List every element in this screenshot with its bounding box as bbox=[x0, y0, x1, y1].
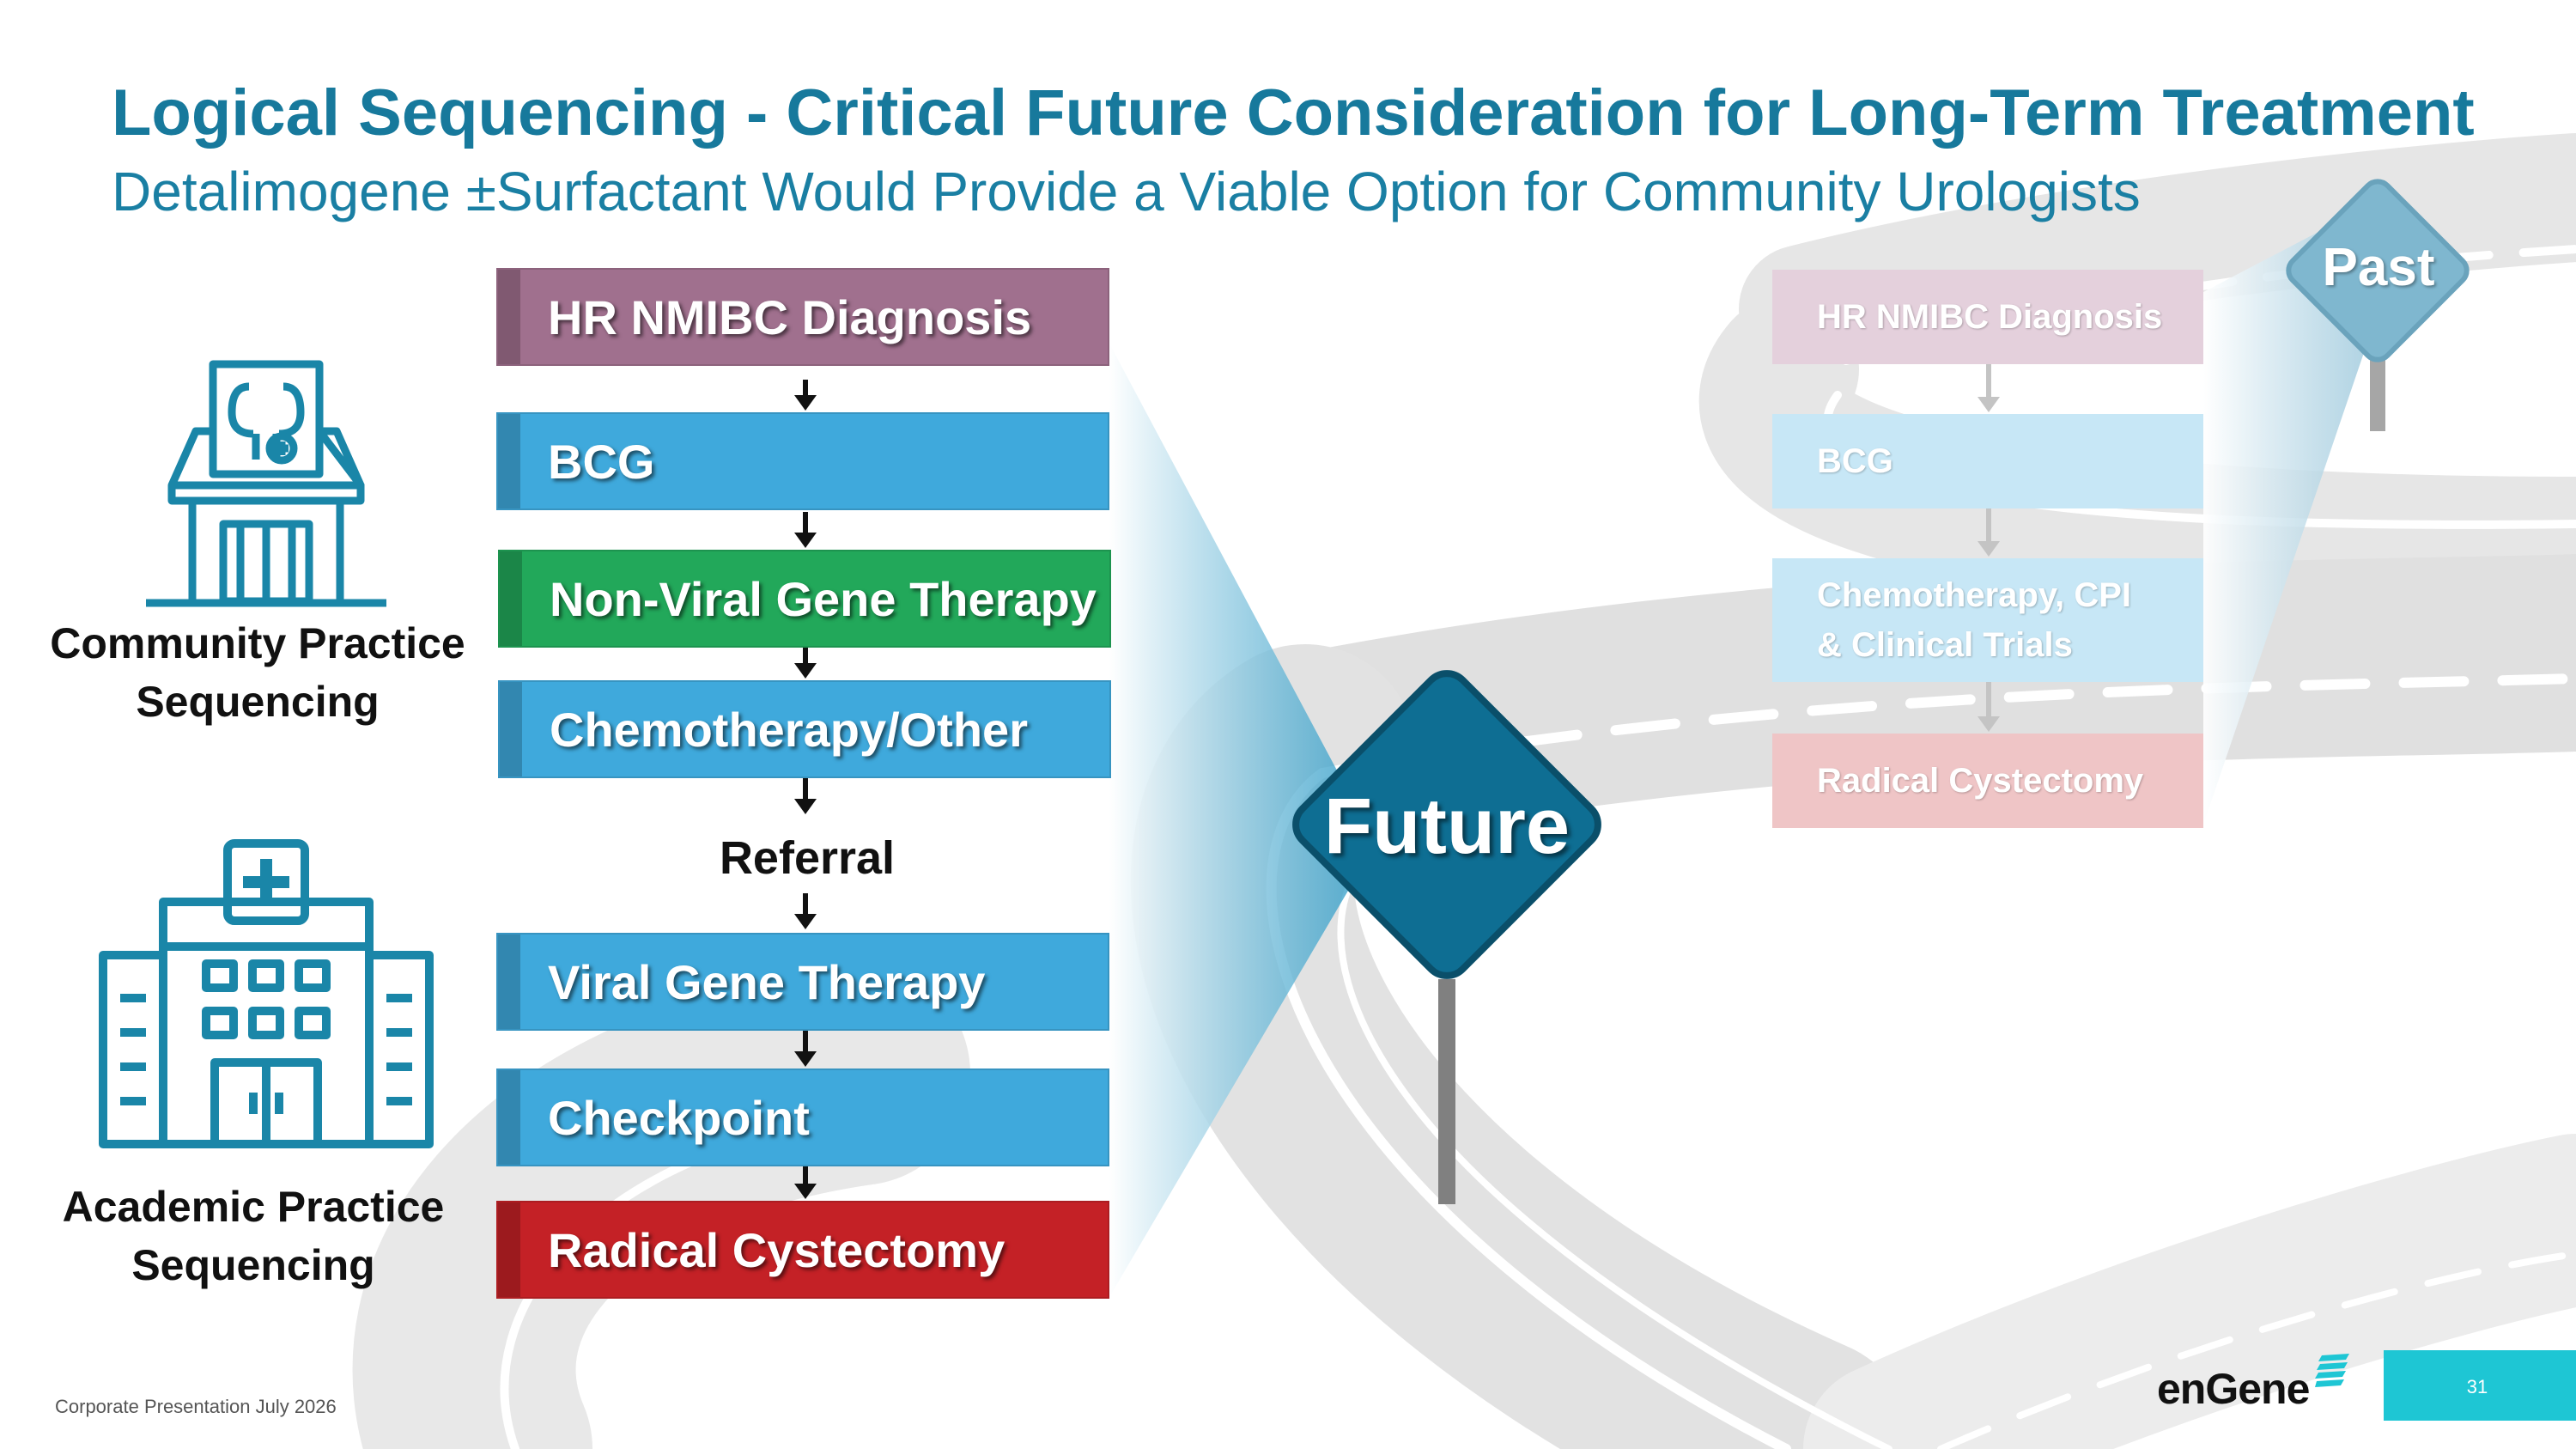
page-subtitle: Detalimogene ±Surfactant Would Provide a… bbox=[112, 161, 2141, 222]
past-step-chemotherapy-cpi: Chemotherapy, CPI & Clinical Trials bbox=[1772, 558, 2203, 682]
future-sign-diamond bbox=[1292, 670, 1601, 979]
flow-step-checkpoint: Checkpoint bbox=[496, 1068, 1109, 1166]
academic-practice-label: Academic Practice Sequencing bbox=[34, 1178, 472, 1294]
past-step-hr-nmibc-diagnosis: HR NMIBC Diagnosis bbox=[1772, 270, 2203, 364]
future-road-sign bbox=[1292, 670, 1601, 1204]
page-title: Logical Sequencing - Critical Future Con… bbox=[112, 76, 2475, 149]
flow-step-label: Checkpoint bbox=[548, 1090, 810, 1145]
past-step-label: Radical Cystectomy bbox=[1817, 762, 2144, 800]
flow-step-viral-gene-therapy: Viral Gene Therapy bbox=[496, 933, 1109, 1031]
company-logo: enGene bbox=[2157, 1365, 2310, 1413]
flow-step-label: HR NMIBC Diagnosis bbox=[548, 289, 1032, 344]
past-sign-label: Past bbox=[2322, 238, 2435, 297]
academic-label-line2: Sequencing bbox=[131, 1240, 375, 1289]
flow-step-bcg: BCG bbox=[496, 412, 1109, 510]
past-road-sign bbox=[2286, 179, 2470, 431]
past-step-label: HR NMIBC Diagnosis bbox=[1817, 298, 2163, 336]
past-step-radical-cystectomy: Radical Cystectomy bbox=[1772, 734, 2203, 828]
page-number: 31 bbox=[2466, 1376, 2488, 1397]
academic-hospital-icon bbox=[99, 839, 434, 1148]
flow-step-hr-nmibc-diagnosis: HR NMIBC Diagnosis bbox=[496, 268, 1109, 366]
community-practice-label: Community Practice Sequencing bbox=[34, 615, 481, 731]
flow-step-non-viral-gene-therapy: Non-Viral Gene Therapy bbox=[498, 550, 1111, 648]
flow-step-label: Non-Viral Gene Therapy bbox=[550, 571, 1097, 626]
past-step-label: Chemotherapy, CPI bbox=[1817, 576, 2131, 614]
future-sign-label: Future bbox=[1323, 782, 1571, 870]
referral-label: Referral bbox=[719, 832, 896, 884]
academic-label-line1: Academic Practice bbox=[62, 1183, 445, 1231]
past-step-bcg: BCG bbox=[1772, 414, 2203, 508]
flow-step-label: BCG bbox=[548, 434, 655, 489]
community-label-line2: Sequencing bbox=[136, 677, 380, 726]
flow-step-label: Viral Gene Therapy bbox=[548, 954, 986, 1009]
flow-step-label: Radical Cystectomy bbox=[548, 1222, 1005, 1277]
flow-step-chemotherapy-other: Chemotherapy/Other bbox=[498, 680, 1111, 778]
past-sign-diamond bbox=[2286, 179, 2470, 362]
page-number-box bbox=[2384, 1350, 2576, 1421]
flow-step-radical-cystectomy: Radical Cystectomy bbox=[496, 1201, 1109, 1299]
flow-step-label: Chemotherapy/Other bbox=[550, 702, 1028, 757]
footer-note: Corporate Presentation July 2026 bbox=[55, 1396, 337, 1417]
past-step-label-line2: & Clinical Trials bbox=[1817, 626, 2073, 664]
past-step-label: BCG bbox=[1817, 442, 1893, 480]
logo-mark-icon bbox=[2315, 1354, 2349, 1387]
community-clinic-icon bbox=[146, 360, 386, 607]
community-label-line1: Community Practice bbox=[50, 619, 465, 667]
